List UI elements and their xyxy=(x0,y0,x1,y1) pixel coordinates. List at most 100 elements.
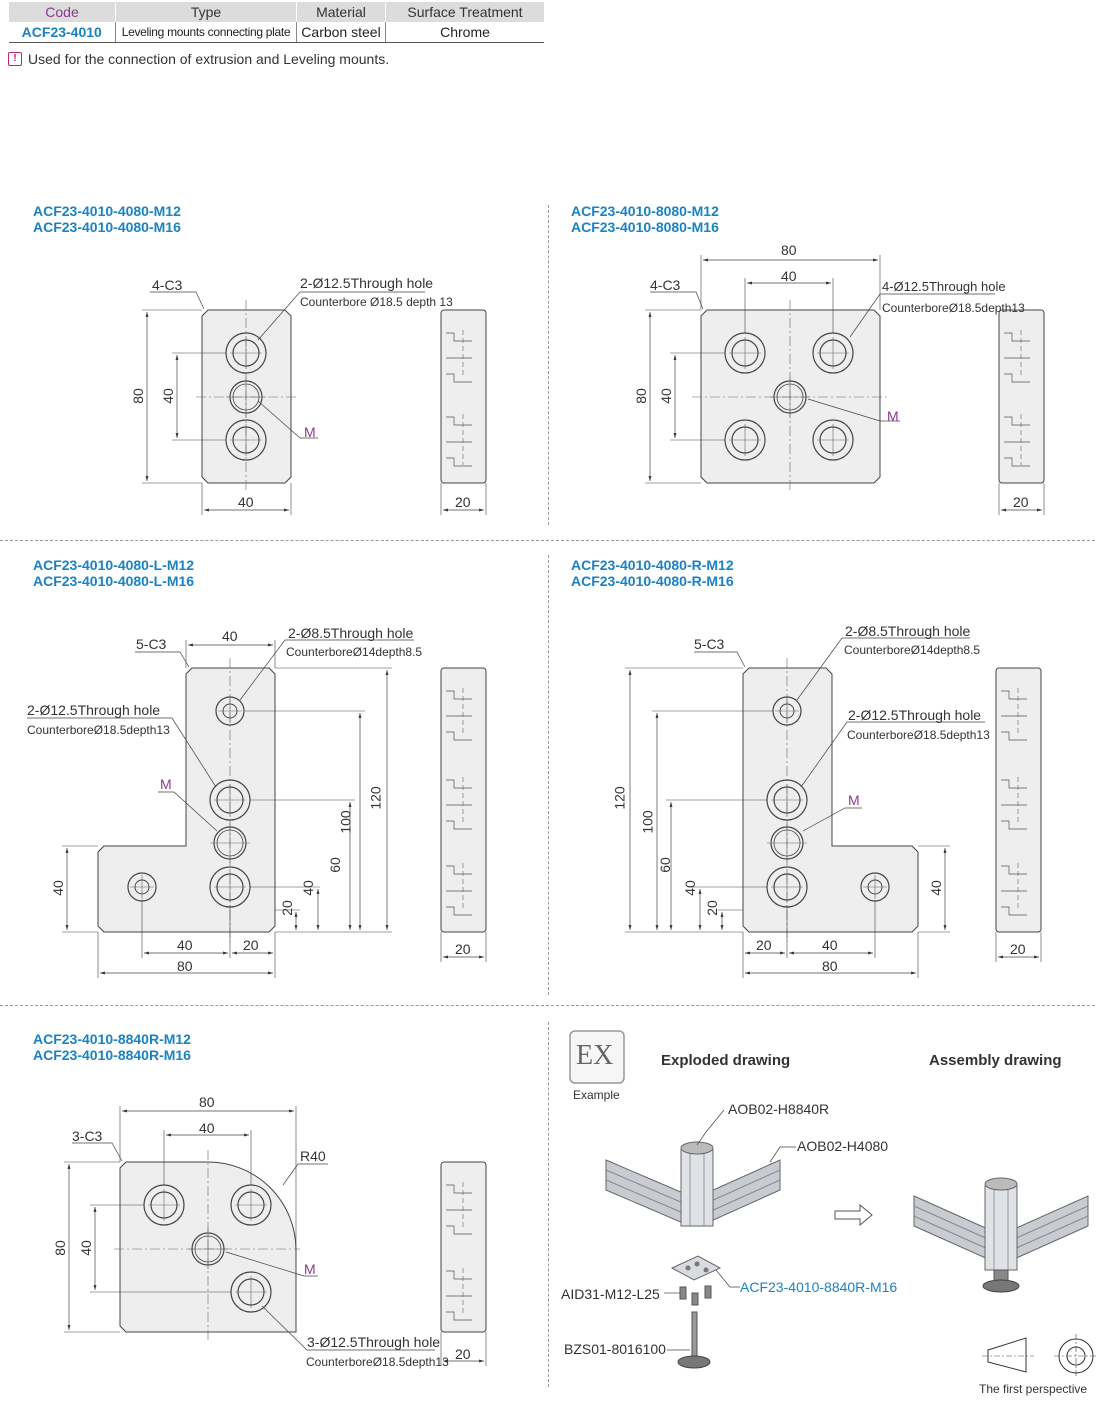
assembly-illustration xyxy=(913,1177,1089,1293)
d4-dim-20: 20 xyxy=(703,900,720,916)
d2-counterbore-label: CounterboreØ18.5depth13 xyxy=(882,301,1025,315)
d1-height-dim: 80 xyxy=(129,388,146,404)
d5-chamfer-label: 3-C3 xyxy=(72,1128,103,1144)
divider-vertical-1 xyxy=(548,205,549,525)
d5-side-dim: 20 xyxy=(455,1346,471,1362)
d5-counterbore-label: CounterboreØ18.5depth13 xyxy=(306,1355,449,1369)
usage-note: ! Used for the connection of extrusion a… xyxy=(8,51,389,67)
d5-hole-label: 3-Ø12.5Through hole xyxy=(307,1334,441,1350)
d2-height-dim: 80 xyxy=(632,388,649,404)
d3-small-counterbore-label: CounterboreØ14depth8.5 xyxy=(286,645,423,659)
warning-icon: ! xyxy=(8,52,22,66)
d5-height-dim: 80 xyxy=(51,1240,68,1256)
d1-m-label: M xyxy=(304,424,316,440)
d2-chamfer-label: 4-C3 xyxy=(650,277,681,293)
d5-m-label: M xyxy=(304,1261,316,1277)
direction-arrow-icon xyxy=(834,1203,873,1227)
d3-big-counterbore-label: CounterboreØ18.5depth13 xyxy=(27,723,170,737)
d3-bottom-80-dim: 80 xyxy=(177,958,193,974)
d2-side-dim: 20 xyxy=(1013,494,1029,510)
col-header-material: Material xyxy=(296,2,386,22)
col-header-surface: Surface Treatment xyxy=(385,2,544,22)
d3-dim-40: 40 xyxy=(299,880,316,896)
d5-hole-spacing-h-dim: 40 xyxy=(77,1240,94,1256)
cell-material: Carbon steel xyxy=(296,22,386,43)
d1-plate xyxy=(142,291,487,515)
d3-dim-20: 20 xyxy=(278,900,295,916)
d4-small-hole-label: 2-Ø8.5Through hole xyxy=(845,623,971,639)
d1-counterbore-label: Counterbore Ø18.5 depth 13 xyxy=(300,295,453,309)
d3-small-hole-label: 2-Ø8.5Through hole xyxy=(288,625,414,641)
d4-dim-60: 60 xyxy=(656,857,673,873)
d3-m-label: M xyxy=(160,776,172,792)
d4-big-hole-label: 2-Ø12.5Through hole xyxy=(848,707,982,723)
assembly-drawing-heading: Assembly drawing xyxy=(929,1052,1062,1069)
d4-right-height-dim: 40 xyxy=(927,880,944,896)
exploded-drawing-heading: Exploded drawing xyxy=(661,1052,791,1069)
ex-badge-box xyxy=(569,1030,625,1084)
cell-code: ACF23-4010 xyxy=(8,22,116,43)
d3-left-height-dim: 40 xyxy=(49,880,66,896)
cell-surface: Chrome xyxy=(385,22,544,43)
d2-hole-spacing-h-dim: 40 xyxy=(657,388,674,404)
d2-hole-label: 4-Ø12.5Through hole xyxy=(882,279,1006,294)
d2-m-label: M xyxy=(887,408,899,424)
d3-bottom-40-dim: 40 xyxy=(177,937,193,953)
d4-bottom-40-dim: 40 xyxy=(822,937,838,953)
divider-horizontal-2 xyxy=(0,1005,1095,1006)
d4-small-counterbore-label: CounterboreØ14depth8.5 xyxy=(844,643,981,657)
cell-type: Leveling mounts connecting plate xyxy=(115,22,297,43)
d3-dim-60: 60 xyxy=(326,857,343,873)
divider-vertical-2 xyxy=(548,555,549,995)
d4-chamfer-label: 5-C3 xyxy=(694,636,725,652)
part-label-bzs01-8016100: BZS01-8016100 xyxy=(564,1341,666,1357)
d5-width-dim: 80 xyxy=(199,1094,215,1110)
d3-big-hole-label: 2-Ø12.5Through hole xyxy=(27,702,161,718)
d3-chamfer-label: 5-C3 xyxy=(136,636,167,652)
col-header-type: Type xyxy=(115,2,297,22)
d1-width-dim: 40 xyxy=(238,494,254,510)
spec-table: Code Type Material Surface Treatment ACF… xyxy=(8,2,544,43)
d4-m-label: M xyxy=(848,792,860,808)
d3-bottom-20-dim: 20 xyxy=(243,937,259,953)
d3-dim-100: 100 xyxy=(337,810,354,834)
usage-note-text: Used for the connection of extrusion and… xyxy=(28,51,390,67)
d5-plate xyxy=(64,1106,487,1366)
col-header-code: Code xyxy=(8,2,116,22)
divider-vertical-3 xyxy=(548,1022,549,1387)
d3-side-dim: 20 xyxy=(455,941,471,957)
d4-dim-40: 40 xyxy=(681,880,698,896)
part-label-acf23-4010-8840r-m16: ACF23-4010-8840R-M16 xyxy=(740,1279,898,1295)
d4-plate xyxy=(625,637,1042,978)
ex-badge-caption: Example xyxy=(573,1088,620,1102)
exploded-assembly-illustration xyxy=(605,1109,796,1369)
table-row: ACF23-4010 Leveling mounts connecting pl… xyxy=(8,22,544,43)
divider-horizontal-1 xyxy=(0,540,1095,541)
part-label-aob02-h8840r: AOB02-H8840R xyxy=(728,1101,830,1117)
first-perspective-caption: The first perspective xyxy=(979,1382,1088,1396)
d4-bottom-20-dim: 20 xyxy=(756,937,772,953)
d4-side-dim: 20 xyxy=(1010,941,1026,957)
d4-dim-120: 120 xyxy=(611,786,628,810)
d2-plate xyxy=(645,255,1045,515)
d1-side-dim: 20 xyxy=(455,494,471,510)
d4-big-counterbore-label: CounterboreØ18.5depth13 xyxy=(847,728,990,742)
part-label-aid31-m12-l25: AID31-M12-L25 xyxy=(561,1286,660,1302)
d2-hole-spacing-w-dim: 40 xyxy=(781,268,797,284)
d1-hole-label: 2-Ø12.5Through hole xyxy=(300,275,434,291)
d3-top-width-dim: 40 xyxy=(222,628,238,644)
d1-hole-spacing-dim: 40 xyxy=(159,388,176,404)
d3-plate xyxy=(27,639,487,978)
d5-hole-spacing-w-dim: 40 xyxy=(199,1120,215,1136)
d5-radius-label: R40 xyxy=(300,1148,326,1164)
d4-bottom-80-dim: 80 xyxy=(822,958,838,974)
first-angle-projection-icon xyxy=(982,1334,1098,1378)
d4-dim-100: 100 xyxy=(639,810,656,834)
part-label-aob02-h4080: AOB02-H4080 xyxy=(797,1138,889,1154)
